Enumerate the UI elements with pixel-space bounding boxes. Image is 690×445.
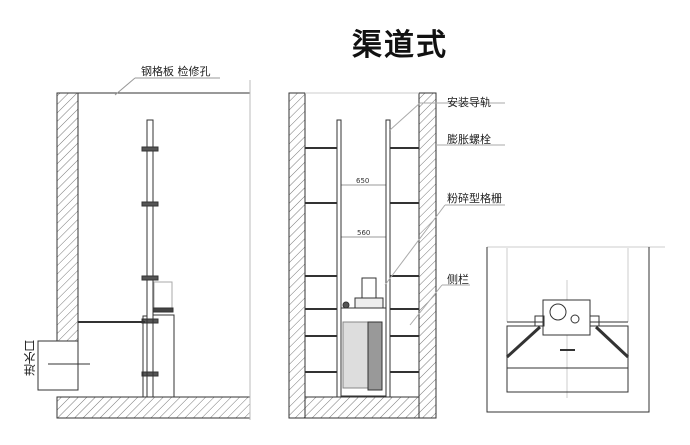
plan-view [486,246,665,413]
inlet-label: 进水口 [23,340,37,376]
side-view [37,77,251,420]
grinder-screen-label: 粉碎型格栅 [447,192,502,205]
front-view [288,92,505,419]
dimension-560: 560 [357,229,370,237]
expansion-bolt-label: 膨胀螺栓 [447,133,491,146]
dimension-650: 650 [356,177,369,185]
page-title: 渠道式 [352,28,448,63]
guide-rail-label: 安装导轨 [447,96,491,109]
grating-manhole-label: 钢格板 检修孔 [141,65,211,78]
side-rail-label: 侧栏 [447,273,469,286]
